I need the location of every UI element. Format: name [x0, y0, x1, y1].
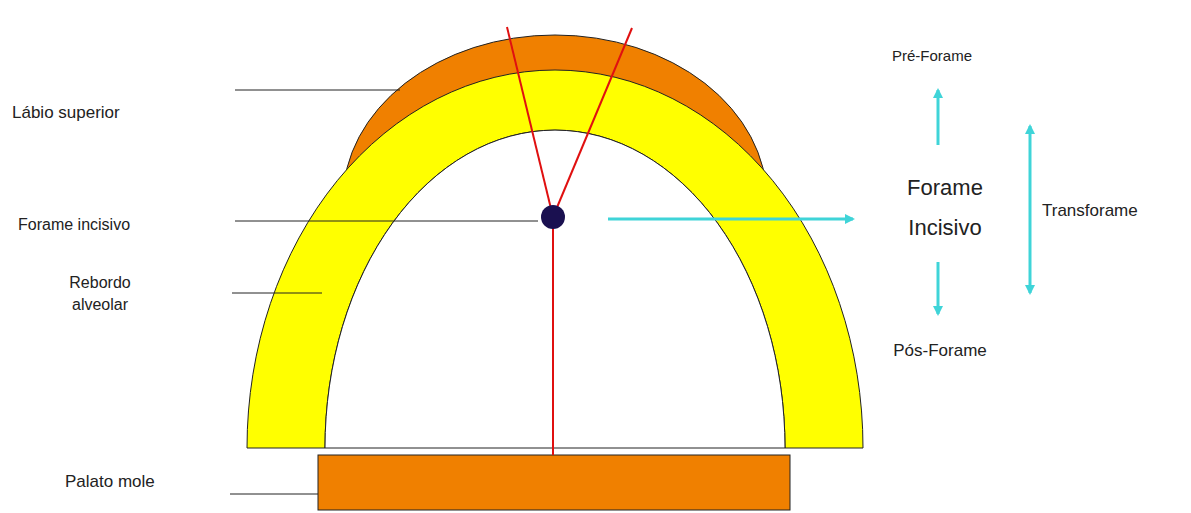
down-arrow: [937, 262, 940, 314]
region-label: Pré-Forame: [892, 46, 972, 65]
up-arrow: [937, 90, 940, 145]
part-label: Rebordo alveolar: [60, 272, 140, 316]
leader-line: [230, 494, 318, 495]
range-arrow: [1029, 126, 1032, 293]
part-label: Forame incisivo: [18, 215, 130, 235]
leader-line: [235, 221, 538, 222]
pointer-arrow: [608, 218, 853, 221]
cleft-line: [553, 28, 632, 217]
soft-palate-shape: [318, 455, 790, 510]
leader-line: [232, 293, 322, 294]
leader-line: [235, 90, 400, 91]
foramen-dot: [541, 205, 565, 229]
palate-area: [325, 130, 785, 448]
cleft-line: [507, 27, 553, 217]
alveolar-ridge-shape: [247, 70, 863, 448]
part-label: Palato mole: [65, 471, 155, 492]
part-label: Lábio superior: [12, 102, 120, 123]
region-label: Transforame: [1042, 200, 1138, 221]
cleft-line: [552, 217, 554, 455]
region-label: Forame Incisivo: [880, 168, 1010, 248]
region-label: Pós-Forame: [893, 340, 987, 361]
